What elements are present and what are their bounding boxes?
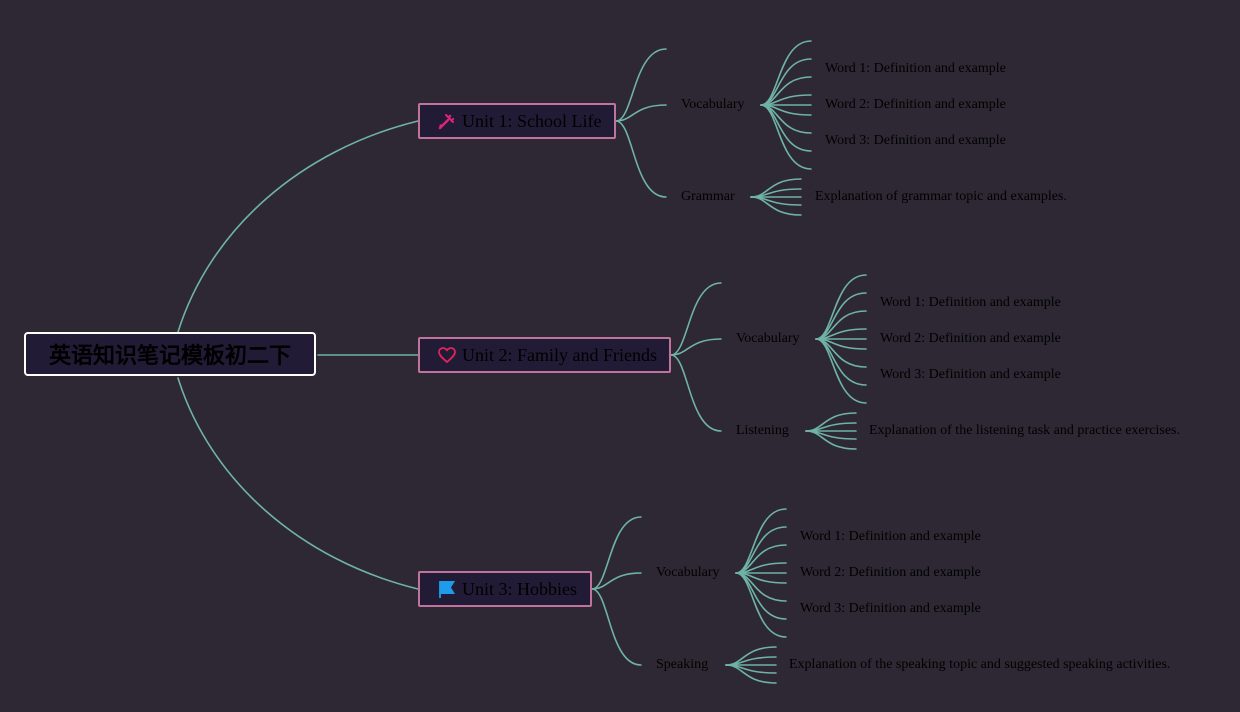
leaf-item[interactable]: Word 1: Definition and example <box>880 295 1061 310</box>
connector-line <box>591 572 642 590</box>
connector-line <box>760 58 812 106</box>
connector-line <box>735 508 787 574</box>
connector-line <box>815 292 867 340</box>
connector-line <box>177 377 419 590</box>
connector-line <box>815 338 867 368</box>
tools-icon <box>436 110 458 132</box>
connector-line <box>805 412 857 432</box>
unit-node-1[interactable]: Unit 1: School Life <box>418 103 616 139</box>
connector-line <box>760 104 812 116</box>
branch-vocabulary[interactable]: Vocabulary <box>736 331 800 346</box>
unit-label: Unit 2: Family and Friends <box>462 344 657 365</box>
root-label: 英语知识笔记模板初二下 <box>48 344 291 369</box>
root-node[interactable]: 英语知识笔记模板初二下 <box>24 332 316 376</box>
connector-line <box>805 430 857 450</box>
connector-line <box>750 196 802 206</box>
branch-listening[interactable]: Listening <box>736 423 789 438</box>
leaf-item[interactable]: Explanation of the listening task and pr… <box>869 423 1181 438</box>
connector-line <box>725 646 777 666</box>
unit-node-2[interactable]: Unit 2: Family and Friends <box>418 337 671 373</box>
connector-line <box>735 572 787 620</box>
unit-label: Unit 1: School Life <box>462 110 602 131</box>
connector-line <box>735 526 787 574</box>
connector-line <box>735 572 787 584</box>
leaf-item[interactable]: Explanation of grammar topic and example… <box>815 189 1067 204</box>
connector-line <box>615 48 667 122</box>
unit-node-3[interactable]: Unit 3: Hobbies <box>418 571 592 607</box>
connector-line <box>815 338 867 386</box>
connector-line <box>670 282 722 356</box>
connector-line <box>615 120 667 198</box>
connector-line <box>760 40 812 106</box>
branch-speaking[interactable]: Speaking <box>656 657 709 672</box>
connector-line <box>735 544 787 574</box>
connector-line <box>670 354 722 432</box>
connector-line <box>815 338 867 350</box>
connector-line <box>670 338 722 356</box>
heart-icon <box>436 344 458 366</box>
connector-line <box>725 656 777 666</box>
connector-line <box>805 430 857 440</box>
leaf-item[interactable]: Word 3: Definition and example <box>800 601 981 616</box>
leaf-item[interactable]: Word 3: Definition and example <box>825 133 1006 148</box>
connector-line <box>615 104 667 122</box>
leaf-item[interactable]: Word 3: Definition and example <box>880 367 1061 382</box>
flag-icon <box>436 578 458 600</box>
leaf-item[interactable]: Word 2: Definition and example <box>800 565 981 580</box>
connector-line <box>591 588 642 666</box>
connector-line <box>760 104 812 170</box>
connector-line <box>735 572 787 638</box>
leaf-item[interactable]: Word 2: Definition and example <box>880 331 1061 346</box>
branch-grammar[interactable]: Grammar <box>681 189 735 204</box>
connector-line <box>760 76 812 106</box>
connector-line <box>735 572 787 602</box>
connector-line <box>725 664 777 674</box>
leaf-item[interactable]: Explanation of the speaking topic and su… <box>789 657 1171 672</box>
connector-line <box>760 94 812 106</box>
unit-label: Unit 3: Hobbies <box>462 578 577 599</box>
connector-line <box>750 196 802 216</box>
branch-vocabulary[interactable]: Vocabulary <box>656 565 720 580</box>
connector-line <box>760 104 812 152</box>
branch-vocabulary[interactable]: Vocabulary <box>681 97 745 112</box>
connector-line <box>735 562 787 574</box>
connector-line <box>177 120 419 333</box>
connector-line <box>760 104 812 134</box>
connector-line <box>725 664 777 684</box>
leaf-item[interactable]: Word 1: Definition and example <box>800 529 981 544</box>
connector-line <box>815 310 867 340</box>
connector-line <box>815 328 867 340</box>
connector-line <box>750 188 802 198</box>
connector-line <box>750 178 802 198</box>
connector-line <box>805 422 857 432</box>
connector-line <box>591 516 642 590</box>
connector-line <box>815 274 867 340</box>
leaf-item[interactable]: Word 1: Definition and example <box>825 61 1006 76</box>
leaf-item[interactable]: Word 2: Definition and example <box>825 97 1006 112</box>
connector-line <box>815 338 867 404</box>
